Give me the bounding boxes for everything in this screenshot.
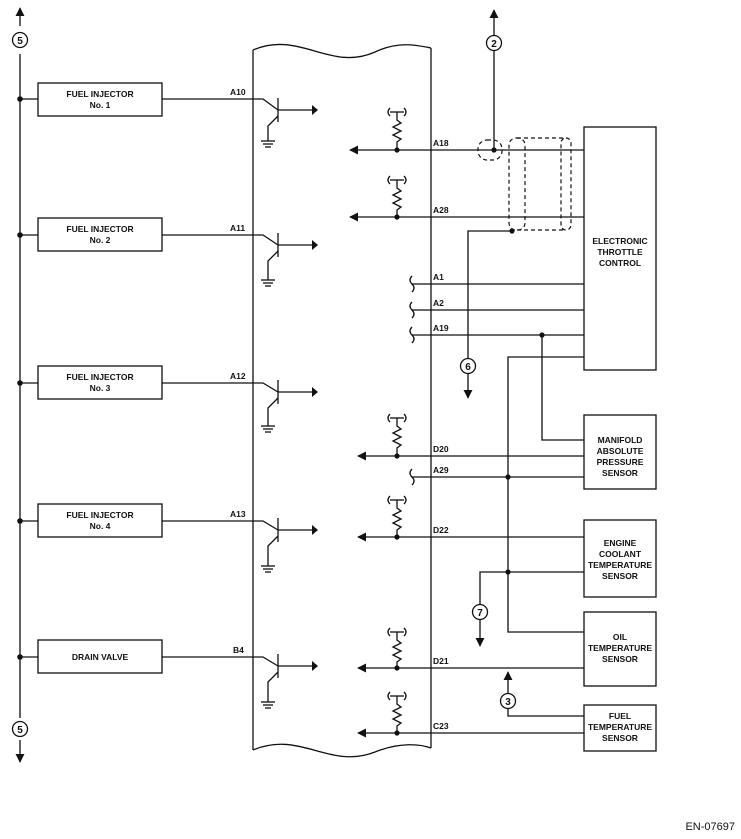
signal-line-d21: D21 [357,656,584,673]
svg-text:7: 7 [477,608,483,619]
drain-valve-driver-transistor [261,654,318,709]
svg-text:D21: D21 [433,656,449,666]
connector-marker-7: 7 [471,603,489,621]
svg-text:No. 3: No. 3 [90,383,111,393]
svg-text:A10: A10 [230,87,246,97]
injector-3-driver-transistor [261,380,318,433]
svg-text:TEMPERATURE: TEMPERATURE [588,722,652,732]
svg-text:A12: A12 [230,371,246,381]
signal-line-a28: A28 [349,205,584,222]
connection-a19: A19 [409,323,584,344]
svg-text:TEMPERATURE: TEMPERATURE [588,560,652,570]
svg-text:D20: D20 [433,444,449,454]
svg-text:OIL: OIL [613,632,627,642]
svg-text:SENSOR: SENSOR [602,654,638,664]
injector-2-driver-transistor [261,233,318,287]
connector-marker-2: 2 [485,34,503,52]
svg-text:FUEL INJECTOR: FUEL INJECTOR [66,372,133,382]
svg-text:A13: A13 [230,509,246,519]
svg-text:SENSOR: SENSOR [602,468,638,478]
sensor-return-line [475,356,584,647]
signal-line-d20: D20 [357,444,584,461]
svg-text:A28: A28 [433,205,449,215]
connector-marker-6: 6 [459,357,477,375]
svg-text:TEMPERATURE: TEMPERATURE [588,643,652,653]
line-to-marker-2 [489,9,499,153]
connector-marker-5-top: 5 [11,31,29,49]
svg-text:D22: D22 [433,525,449,535]
fuel-injector-1: FUEL INJECTOR No. 1 A10 [37,82,279,117]
svg-text:THROTTLE: THROTTLE [597,247,643,257]
svg-text:C23: C23 [433,721,449,731]
svg-text:ELECTRONIC: ELECTRONIC [592,236,647,246]
svg-text:No. 4: No. 4 [90,521,111,531]
pullup-resistor-c23 [387,691,407,736]
svg-text:6: 6 [465,362,471,373]
ecm-outline [252,43,432,758]
svg-text:No. 1: No. 1 [90,100,111,110]
svg-text:FUEL INJECTOR: FUEL INJECTOR [66,224,133,234]
connection-a1: A1 [409,272,584,293]
svg-text:2: 2 [491,39,497,50]
electronic-throttle-control: ELECTRONIC THROTTLE CONTROL [583,126,657,371]
svg-text:5: 5 [17,725,23,736]
pullup-resistor-a28 [387,175,407,220]
svg-text:MANIFOLD: MANIFOLD [598,435,643,445]
connector-marker-5-bottom: 5 [11,720,29,738]
svg-text:PRESSURE: PRESSURE [597,457,644,467]
pullup-resistor-d20 [387,413,407,459]
power-bus-left [15,7,38,763]
pullup-resistor-d22 [387,495,407,540]
svg-text:CONTROL: CONTROL [599,258,641,268]
injector-4-driver-transistor [261,518,318,573]
sensor-ground-branch-map [539,332,584,441]
svg-text:A2: A2 [433,298,444,308]
signal-line-a18: A18 [349,138,584,155]
fuel-injector-2: FUEL INJECTOR No. 2 A11 [37,217,279,252]
pullup-resistor-d21 [387,627,407,671]
fuel-temperature-sensor: FUEL TEMPERATURE SENSOR [583,704,657,752]
engine-coolant-temperature-sensor: ENGINE COOLANT TEMPERATURE SENSOR [583,519,657,598]
drain-valve: DRAIN VALVE B4 [37,639,279,674]
svg-text:FUEL INJECTOR: FUEL INJECTOR [66,510,133,520]
svg-text:A1: A1 [433,272,444,282]
svg-text:SENSOR: SENSOR [602,733,638,743]
svg-text:FUEL INJECTOR: FUEL INJECTOR [66,89,133,99]
svg-text:No. 2: No. 2 [90,235,111,245]
shielded-cable [477,137,572,231]
manifold-absolute-pressure-sensor: MANIFOLD ABSOLUTE PRESSURE SENSOR [583,414,657,490]
drawing-code: EN-07697 [685,821,735,833]
svg-text:A19: A19 [433,323,449,333]
signal-line-d22: D22 [357,525,584,542]
svg-text:SENSOR: SENSOR [602,571,638,581]
svg-text:COOLANT: COOLANT [599,549,642,559]
svg-text:B4: B4 [233,645,244,655]
oil-temperature-sensor: OIL TEMPERATURE SENSOR [583,611,657,687]
svg-text:DRAIN VALVE: DRAIN VALVE [72,652,129,662]
injector-1-driver-transistor [261,98,318,148]
fuel-injector-4: FUEL INJECTOR No. 4 A13 [37,503,279,538]
connection-a2: A2 [409,298,584,319]
svg-text:A18: A18 [433,138,449,148]
line-from-marker-3 [503,671,584,717]
connector-marker-3: 3 [499,692,517,710]
svg-text:FUEL: FUEL [609,711,631,721]
svg-text:A29: A29 [433,465,449,475]
svg-text:A11: A11 [230,223,245,233]
fuel-injector-3: FUEL INJECTOR No. 3 A12 [37,365,279,400]
svg-text:ABSOLUTE: ABSOLUTE [597,446,644,456]
pullup-resistor-a18 [387,107,407,153]
connection-a29: A29 [409,465,584,486]
svg-text:ENGINE: ENGINE [604,538,637,548]
signal-line-c23: C23 [357,721,584,738]
svg-text:3: 3 [505,697,511,708]
svg-text:5: 5 [17,36,23,47]
